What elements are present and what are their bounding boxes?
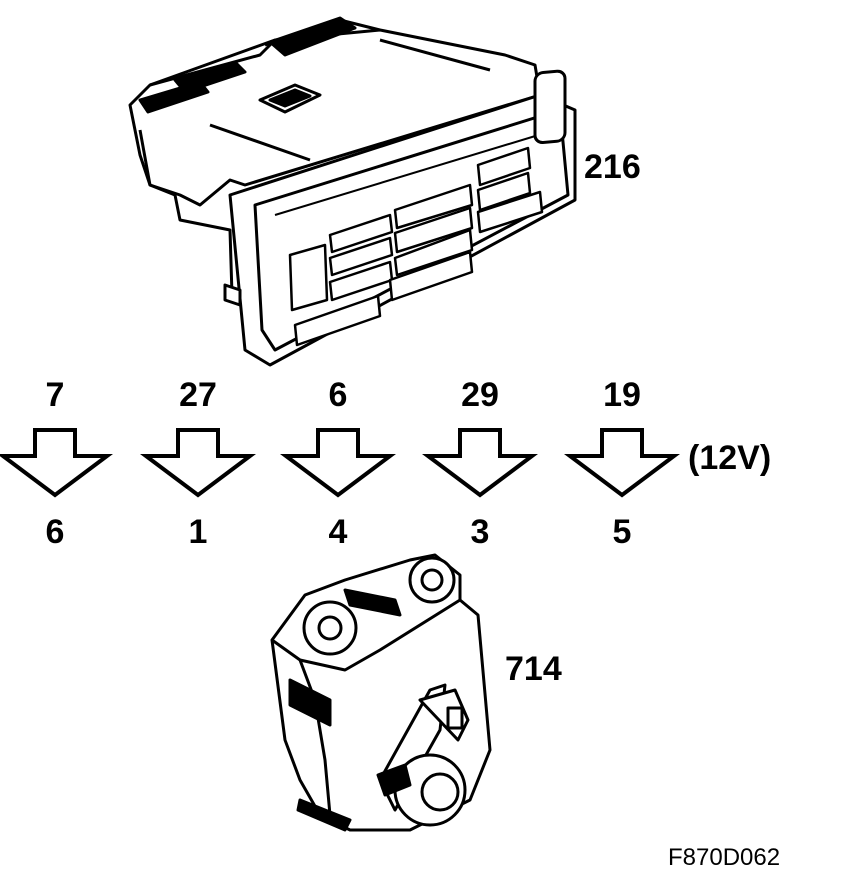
source-pin-4: 29	[461, 376, 499, 414]
arrow-5-icon	[564, 428, 680, 498]
target-pin-4: 3	[470, 513, 490, 551]
control-panel-label: 216	[584, 148, 641, 186]
figure-reference: F870D062	[668, 844, 781, 871]
voltage-label: (12V)	[688, 439, 772, 477]
arrow-3-icon	[280, 428, 396, 498]
arrow-2-icon	[140, 428, 256, 498]
target-pin-2: 1	[188, 513, 208, 551]
target-pin-1: 6	[45, 513, 65, 551]
source-pin-3: 6	[328, 376, 348, 414]
target-pin-5: 5	[612, 513, 632, 551]
arrow-4-icon	[422, 428, 538, 498]
arrow-1-icon	[0, 428, 113, 498]
source-pin-1: 7	[45, 376, 65, 414]
target-pin-3: 4	[328, 513, 348, 551]
source-pin-2: 27	[179, 376, 217, 414]
actuator-label: 714	[505, 650, 562, 688]
source-pin-5: 19	[603, 376, 641, 414]
